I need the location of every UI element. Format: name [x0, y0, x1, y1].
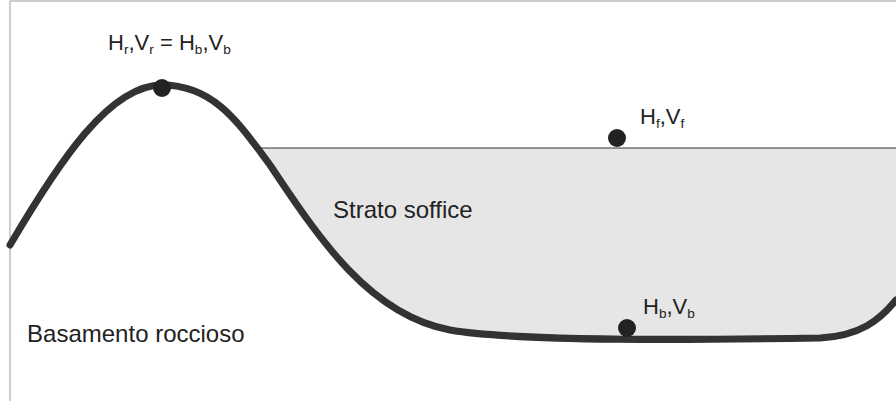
measure-point: [618, 319, 636, 337]
point-label: Hf,Vf: [640, 104, 684, 129]
subscript: f: [681, 116, 685, 131]
subscript: f: [656, 116, 660, 131]
layer-label: Basamento roccioso: [27, 320, 245, 348]
layer-label: Strato soffice: [333, 196, 473, 224]
frame-line: [10, 0, 896, 2]
point-label: Hr,Vr = Hb,Vb: [108, 30, 231, 55]
subscript: r: [124, 42, 129, 57]
subscript: r: [149, 42, 154, 57]
ground-surface: [255, 147, 896, 148]
soft-layer: [255, 148, 896, 340]
subscript: b: [195, 42, 203, 57]
point-label: Hb,Vb: [643, 294, 695, 319]
measure-point: [608, 129, 626, 147]
subscript: b: [659, 306, 667, 321]
measure-point: [153, 79, 171, 97]
bedrock-boundary: [10, 85, 896, 340]
subscript: b: [223, 42, 231, 57]
subscript: b: [687, 306, 695, 321]
frame-line: [9, 1, 11, 401]
